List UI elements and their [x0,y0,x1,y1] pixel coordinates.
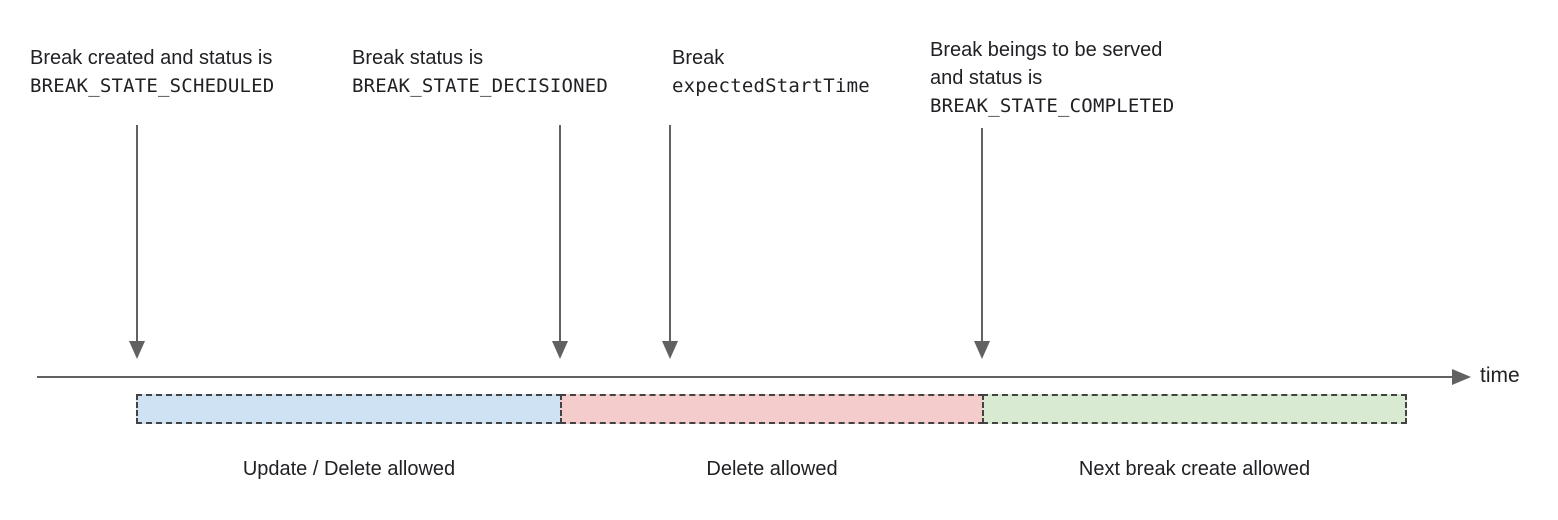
annotation-break-completed: Break beings to be served and status is … [930,36,1174,120]
segment-label-delete-allowed: Delete allowed [706,458,838,480]
annotation-text: Break created and status is [30,47,273,69]
annotation-code: BREAK_STATE_COMPLETED [930,95,1175,117]
arrow-down-icon [129,341,145,359]
time-axis-line [37,376,1453,378]
annotation-code: BREAK_STATE_DECISIONED [352,75,609,97]
time-axis-label: time [1480,364,1520,387]
annotation-code: expectedStartTime [672,75,870,97]
annotation-text: Break beings to be served [930,39,1163,61]
arrow-down-icon [662,341,678,359]
annotation-text: and status is [930,67,1043,89]
segment-label-update-delete-allowed: Update / Delete allowed [242,458,456,480]
annotation-break-scheduled: Break created and status is BREAK_STATE_… [30,44,274,100]
event-arrow-line-completed [981,128,983,341]
segment-update-delete-allowed [136,394,562,424]
arrow-down-icon [974,341,990,359]
arrow-down-icon [552,341,568,359]
segment-label-next-break-create-allowed: Next break create allowed [1078,458,1311,480]
annotation-expected-start-time: Break expectedStartTime [672,44,870,100]
segment-next-break-create-allowed [982,394,1407,424]
event-arrow-line-expected-start [669,125,671,341]
event-arrow-line-scheduled [136,125,138,341]
annotation-break-decisioned: Break status is BREAK_STATE_DECISIONED [352,44,608,100]
segment-delete-allowed [560,394,984,424]
arrow-right-icon [1452,369,1471,385]
event-arrow-line-decisioned [559,125,561,341]
annotation-text: Break status is [352,47,484,69]
annotation-text: Break [672,47,725,69]
annotation-code: BREAK_STATE_SCHEDULED [30,75,275,97]
